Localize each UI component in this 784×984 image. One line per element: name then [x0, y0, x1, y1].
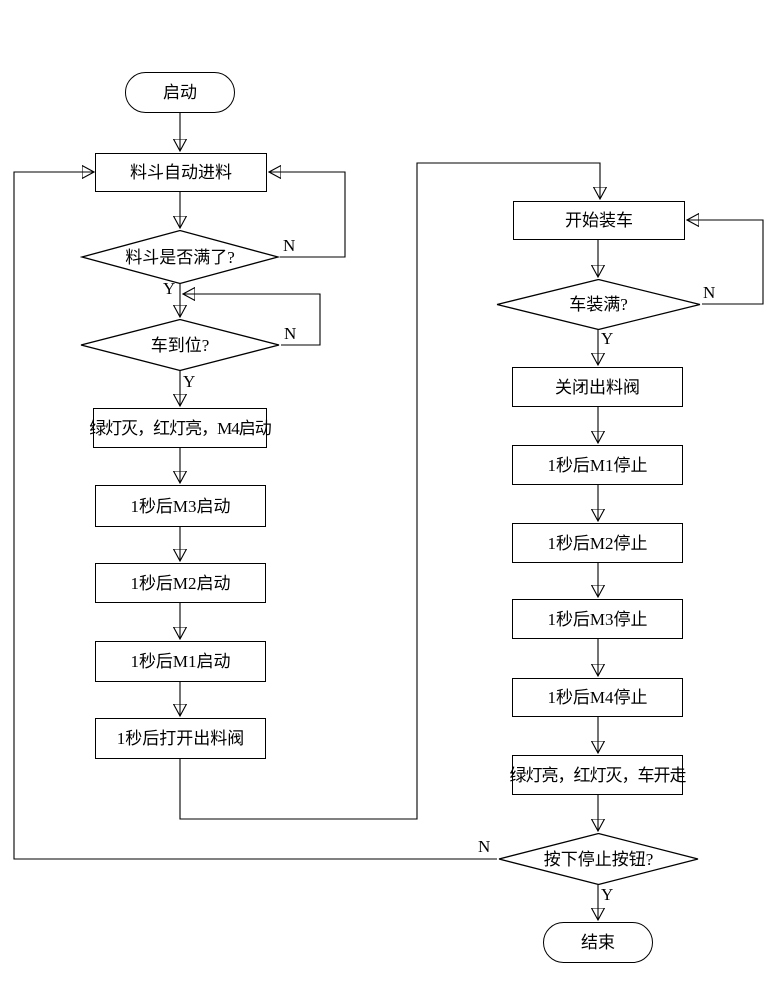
edge-hopper-full-no-loop [269, 172, 346, 258]
edge-car-full-no-loop [687, 220, 764, 305]
node-car-full-decision: 车装满? [495, 279, 702, 330]
node-stop-pressed-label: 按下停止按钮? [543, 849, 654, 869]
node-car-in-place-decision: 车到位? [79, 319, 281, 371]
node-close-valve: 关闭出料阀 [512, 367, 683, 407]
branch-label-car-in-place-no: N [284, 324, 297, 343]
node-car-full-label: 车装满? [569, 295, 628, 314]
node-m2-stop-label: 1秒后M2停止 [547, 533, 648, 553]
diamond-shape [495, 279, 702, 330]
node-m2-start-label: 1秒后M2启动 [130, 573, 231, 593]
node-lights-car-leave-label: 绿灯亮，红灯灭，车开走 [509, 765, 687, 785]
branch-label-car-full-no: N [703, 283, 716, 302]
branch-label-stop-pressed-no: N [478, 837, 491, 856]
node-stop-pressed-decision: 按下停止按钮? [497, 833, 700, 885]
edge-open-valve-to-start-loading [179, 162, 600, 820]
node-close-valve-label: 关闭出料阀 [555, 377, 640, 397]
node-open-valve-label: 1秒后打开出料阀 [116, 729, 245, 748]
diamond-shape [497, 833, 700, 885]
node-open-valve: 1秒后打开出料阀 [95, 718, 266, 759]
node-start-loading-label: 开始装车 [565, 211, 633, 230]
node-m3-start-label: 1秒后M3启动 [130, 496, 231, 516]
node-start: 启动 [125, 72, 235, 113]
node-m4-stop: 1秒后M4停止 [512, 678, 683, 717]
node-m1-stop-label: 1秒后M1停止 [547, 455, 648, 475]
node-lights-m4-start: 绿灯灭，红灯亮，M4启动 [89, 408, 272, 448]
node-m2-start: 1秒后M2启动 [95, 563, 266, 603]
node-m3-stop-label: 1秒后M3停止 [547, 609, 648, 629]
branch-label-stop-pressed-yes: Y [601, 885, 614, 904]
diamond-shape [80, 230, 280, 284]
node-m1-start-label: 1秒后M1启动 [130, 652, 231, 671]
node-end-label: 结束 [581, 933, 615, 952]
branch-label-car-full-yes: Y [601, 329, 614, 348]
node-car-in-place-label: 车到位? [150, 335, 210, 355]
node-m3-start: 1秒后M3启动 [95, 485, 266, 527]
node-m2-stop: 1秒后M2停止 [512, 523, 683, 563]
node-m1-stop: 1秒后M1停止 [512, 445, 683, 485]
diamond-shape [79, 319, 281, 371]
node-m1-start: 1秒后M1启动 [95, 641, 266, 682]
node-hopper-full-decision: 料斗是否满了? [80, 230, 280, 284]
node-lights-car-leave: 绿灯亮，红灯灭，车开走 [509, 755, 687, 795]
node-end: 结束 [543, 922, 653, 963]
node-feed-hopper-label: 料斗自动进料 [130, 163, 232, 182]
branch-label-hopper-full-yes: Y [163, 279, 176, 298]
node-feed-hopper: 料斗自动进料 [95, 153, 267, 192]
node-start-label: 启动 [163, 83, 197, 102]
branch-label-car-in-place-yes: Y [183, 372, 196, 391]
edge-car-in-place-no-loop [183, 294, 321, 346]
node-lights-m4-start-label: 绿灯灭，红灯亮，M4启动 [89, 418, 272, 438]
branch-label-hopper-full-no: N [283, 236, 296, 255]
node-m4-stop-label: 1秒后M4停止 [547, 688, 648, 707]
node-start-loading: 开始装车 [513, 201, 685, 240]
edge-stop-pressed-no-to-feed [13, 172, 497, 860]
node-hopper-full-label: 料斗是否满了? [125, 247, 235, 267]
node-m3-stop: 1秒后M3停止 [512, 599, 683, 639]
